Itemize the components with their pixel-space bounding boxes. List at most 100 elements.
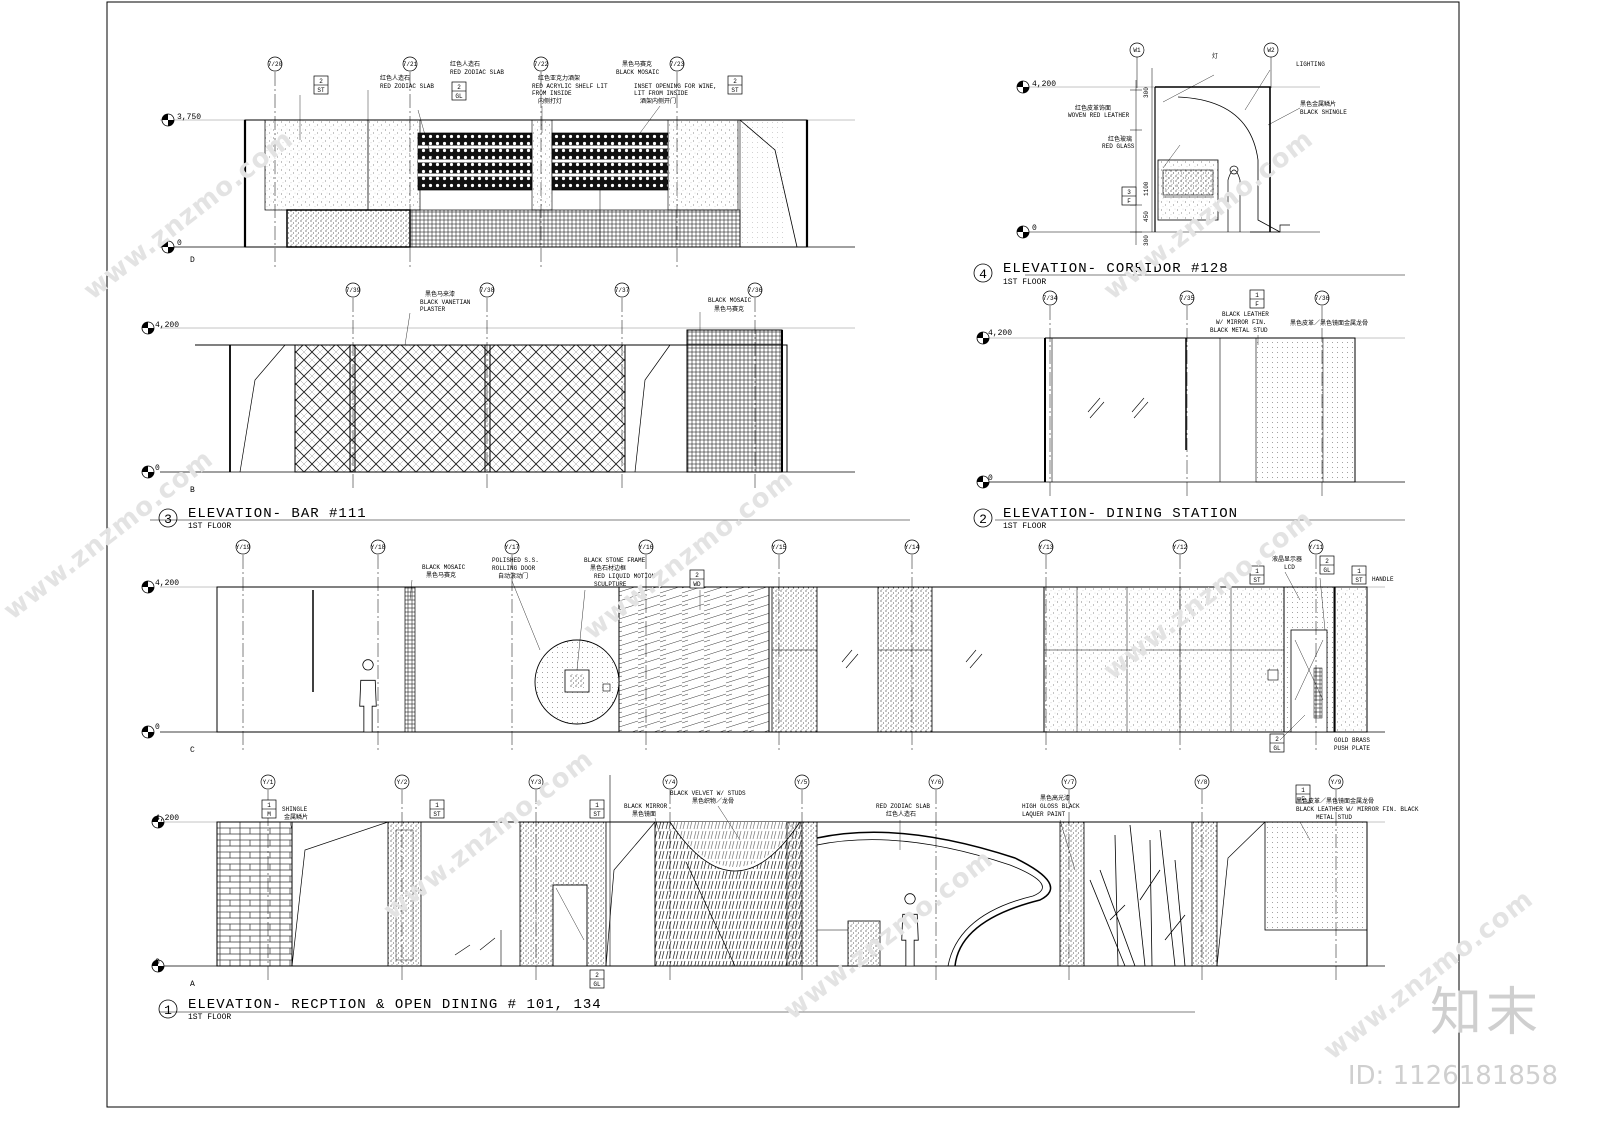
- grid-bubble: [1328, 774, 1344, 790]
- leader-line: [511, 580, 541, 651]
- note-en: BLACK MOSAIC: [708, 297, 752, 304]
- tag-code: ST: [317, 87, 325, 94]
- grid-bubble: [235, 539, 251, 555]
- tag-code: F: [1127, 198, 1131, 205]
- grid-bubble: [370, 539, 386, 555]
- grid-bubble: [662, 774, 678, 790]
- grid-label: 7/34: [1043, 295, 1058, 302]
- tag-number: 1: [1357, 568, 1361, 575]
- grid-bubble: [402, 56, 418, 72]
- tag-code: ST: [433, 811, 441, 818]
- dimension: 450: [1143, 211, 1150, 222]
- grid-label: 7/36: [1315, 295, 1330, 302]
- tag-number: 3: [1127, 189, 1131, 196]
- floor-label: 1ST FLOOR: [188, 522, 231, 531]
- note-zh: 红色人造石: [380, 74, 410, 82]
- level-label: 0: [988, 474, 993, 483]
- grid-label: Y/17: [505, 544, 520, 551]
- note-zh: 黑色金属鳞片: [1300, 100, 1336, 108]
- grid-bubble: [771, 539, 787, 555]
- grid-label: Y/1: [263, 779, 274, 786]
- title-number: 3: [164, 512, 172, 527]
- elevation-c: [160, 586, 1385, 733]
- level-marker-fill: [1017, 81, 1023, 87]
- grid-label: 7/38: [480, 287, 495, 294]
- grid-bubble: [1179, 290, 1195, 306]
- level-marker-fill: [1017, 226, 1023, 232]
- note-zh: 黑色镜面: [632, 810, 656, 818]
- note-zh: 黑色马赛克: [426, 571, 456, 579]
- note-zh: 红色亚克力酒架: [538, 74, 580, 82]
- note-zh: 黑色马赛克: [714, 305, 744, 313]
- dimension: 300: [1143, 87, 1150, 98]
- grid-bubble: [1194, 774, 1210, 790]
- note-en: LIGHTING: [1296, 61, 1325, 68]
- grid-bubble: [394, 774, 410, 790]
- tag-code: F: [1301, 796, 1305, 803]
- note-en: HIGH GLOSS BLACK: [1022, 803, 1080, 810]
- note-en: BLACK LEATHER: [1222, 311, 1269, 318]
- grid-label: Y/19: [236, 544, 251, 551]
- elevation-title: ELEVATION- RECPTION & OPEN DINING # 101,…: [188, 997, 602, 1013]
- tag-code: GL: [455, 93, 463, 100]
- level-marker-fill: [142, 466, 148, 472]
- tag-code: GL: [593, 981, 601, 988]
- note-en: POLISHED S.S.: [492, 557, 539, 564]
- leader-line: [717, 805, 741, 841]
- leader-line: [654, 817, 661, 836]
- title-number-circle: [973, 508, 993, 528]
- note-en: SCULPTURE: [594, 581, 627, 588]
- grid-label: 7/23: [670, 61, 685, 68]
- note-zh: 黑色石材边框: [590, 564, 626, 572]
- tag-code: GL: [1323, 567, 1331, 574]
- grid-bubble: [794, 774, 810, 790]
- section-letter: C: [190, 746, 195, 755]
- tag-number: 2: [595, 972, 599, 979]
- note-en: RED GLASS: [1102, 143, 1135, 150]
- grid-bubble: [533, 56, 549, 72]
- note-zh: 金属鳞片: [284, 813, 308, 821]
- title-number: 2: [979, 512, 987, 527]
- elevation-bar: [150, 327, 910, 521]
- level-marker-fill: [148, 587, 154, 593]
- elevation-reception: [160, 775, 1385, 1013]
- tag-number: 2: [319, 78, 323, 85]
- grid-bubble: [479, 282, 495, 298]
- level-marker-fill: [983, 338, 989, 344]
- level-marker-fill: [977, 476, 983, 482]
- level-marker-fill: [142, 726, 148, 732]
- tag-code: ST: [731, 87, 739, 94]
- grid-bubble: [928, 774, 944, 790]
- leader-line: [1284, 571, 1301, 601]
- note-en: RED ZODIAC SLAB: [380, 83, 434, 90]
- grid-bubble: [1038, 539, 1054, 555]
- note-en: LCD: [1284, 564, 1295, 571]
- grid-bubble: [1308, 539, 1324, 555]
- tag-code: F: [1255, 301, 1259, 308]
- tag-number: 1: [595, 802, 599, 809]
- leader-line: [576, 589, 586, 671]
- grid-bubble: [614, 282, 630, 298]
- leader-line: [639, 105, 661, 134]
- grid-label: 7/36: [748, 287, 763, 294]
- grid-label: W2: [1267, 47, 1275, 54]
- grid-bubble: [260, 774, 276, 790]
- grid-label: Y/7: [1064, 779, 1075, 786]
- note-zh: 黑色马赛克: [622, 60, 652, 68]
- tag-code: M: [267, 811, 271, 818]
- grid-bubble: [528, 774, 544, 790]
- leader-line: [289, 821, 293, 831]
- grid-bubble: [1314, 290, 1330, 306]
- note-en: BLACK VELVET W/ STUDS: [670, 790, 746, 797]
- grid-label: Y/4: [665, 779, 676, 786]
- elevation-title: ELEVATION- CORRIDOR #128: [1003, 261, 1229, 277]
- grid-label: 7/20: [268, 61, 283, 68]
- tag-code: ST: [1253, 577, 1261, 584]
- level-marker-fill: [162, 114, 168, 120]
- tag-code: GL: [1273, 745, 1281, 752]
- tag-number: 2: [733, 78, 737, 85]
- note-en: INSET OPENING FOR WINE,: [634, 83, 717, 90]
- level-marker-fill: [158, 822, 164, 828]
